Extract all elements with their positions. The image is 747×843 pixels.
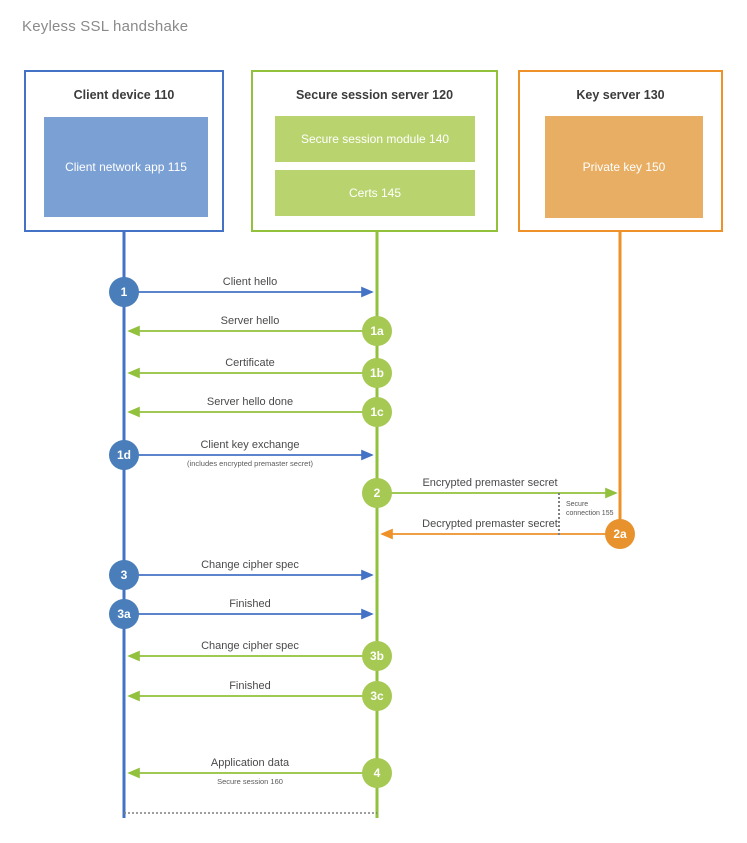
block-certs: Certs 145 (275, 170, 475, 216)
label-application-data: Application data (210, 757, 290, 769)
sublabel-client-key-exchange: (includes encrypted premaster secret) (187, 459, 313, 468)
step-badge-3c: 3c (362, 681, 392, 711)
block-client-network-app: Client network app 115 (44, 117, 208, 217)
label-server-hello-done: Server hello done (206, 396, 294, 408)
block-private-key: Private key 150 (545, 116, 703, 218)
node-key-server: Key server 130 Private key 150 (518, 70, 723, 232)
step-badge-1a: 1a (362, 316, 392, 346)
node-title-client: Client device 110 (73, 88, 175, 102)
label-finished-client: Finished (229, 598, 271, 610)
step-badge-3b: 3b (362, 641, 392, 671)
label-client-hello: Client hello (222, 276, 278, 288)
page-title: Keyless SSL handshake (22, 18, 189, 35)
label-change-cipher-spec-server: Change cipher spec (201, 640, 299, 652)
label-certificate: Certificate (225, 357, 275, 369)
step-badge-1c: 1c (362, 397, 392, 427)
step-badge-1b: 1b (362, 358, 392, 388)
node-secure-session-server: Secure session server 120 Secure session… (251, 70, 498, 232)
step-badge-1: 1 (109, 277, 139, 307)
step-badge-3: 3 (109, 560, 139, 590)
node-client-device: Client device 110 Client network app 115 (24, 70, 224, 232)
label-encrypted-premaster-secret: Encrypted premaster secret (422, 477, 558, 489)
step-badge-3a: 3a (109, 599, 139, 629)
label-server-hello: Server hello (220, 315, 280, 327)
block-secure-session-module: Secure session module 140 (275, 116, 475, 162)
step-badge-2: 2 (362, 478, 392, 508)
label-finished-server: Finished (229, 680, 271, 692)
step-badge-4: 4 (362, 758, 392, 788)
node-title-server: Secure session server 120 (295, 88, 454, 102)
sublabel-secure-session: Secure session 160 (217, 777, 283, 786)
note-secure-connection: Secure connection 155 (566, 501, 614, 518)
step-badge-2a: 2a (605, 519, 635, 549)
label-decrypted-premaster-secret: Decrypted premaster secret (422, 518, 558, 530)
node-title-keyserver: Key server 130 (576, 88, 665, 102)
step-badge-1d: 1d (109, 440, 139, 470)
label-change-cipher-spec-client: Change cipher spec (201, 559, 299, 571)
label-client-key-exchange: Client key exchange (200, 439, 300, 451)
